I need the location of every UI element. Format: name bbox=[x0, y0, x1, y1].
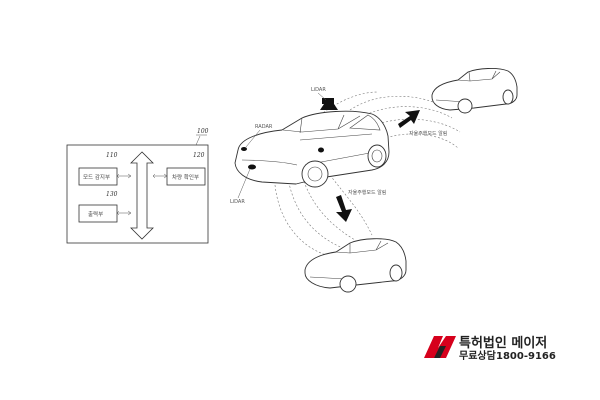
connector-130-arrowhead bbox=[116, 210, 120, 216]
lower-signal-label: 자율주행모드 알림 bbox=[348, 189, 386, 196]
brand-logo-mark-shadow bbox=[434, 346, 446, 358]
brand-name: 특허법인 메이저 bbox=[459, 335, 547, 351]
upper-signal-label: 자율주행모드 알림 bbox=[409, 130, 447, 137]
brand-logo: 특허법인 메이저 무료상담 1800-9166 bbox=[424, 335, 556, 362]
connector-110-arrowhead bbox=[116, 173, 120, 179]
system-block-frame bbox=[66, 144, 209, 244]
system-bus-arrow bbox=[130, 151, 154, 240]
lower-neighbor-vehicle bbox=[304, 238, 407, 293]
roof-lidar-label: LiDAR bbox=[311, 87, 326, 93]
main-vehicle bbox=[234, 98, 390, 188]
system-ref-leader bbox=[195, 135, 201, 146]
upper-neighbor-vehicle bbox=[431, 68, 518, 114]
block-130-box bbox=[78, 204, 118, 223]
block-120-label: 차량 확인부 bbox=[172, 173, 199, 181]
block-120-box bbox=[166, 167, 206, 186]
connector-110-bus-arrowhead bbox=[127, 173, 132, 179]
phone-number: 1800-9166 bbox=[496, 351, 556, 362]
connector-120-arrowhead bbox=[163, 173, 168, 179]
radar-leader bbox=[245, 129, 261, 148]
front-lidar-label: LiDAR bbox=[230, 199, 245, 205]
front-lidar-leader bbox=[237, 168, 251, 199]
roof-lidar-leader bbox=[317, 92, 327, 101]
block-130-ref: 130 bbox=[106, 191, 118, 198]
block-120-ref: 120 bbox=[193, 152, 205, 159]
connector-120-bus-arrowhead bbox=[152, 173, 156, 179]
radar-label: RADAR bbox=[255, 124, 273, 130]
system-ref-number: 100 bbox=[197, 128, 209, 135]
consult-label: 무료상담 bbox=[459, 349, 497, 362]
block-110-ref: 110 bbox=[106, 152, 118, 159]
connector-130-bus-arrowhead bbox=[127, 210, 132, 216]
block-110-label: 모드 감지부 bbox=[83, 173, 110, 181]
upper-direction-arrow bbox=[398, 110, 420, 128]
lower-direction-arrow bbox=[336, 195, 352, 222]
block-110-box bbox=[78, 167, 118, 186]
block-130-label: 출력부 bbox=[88, 210, 103, 218]
